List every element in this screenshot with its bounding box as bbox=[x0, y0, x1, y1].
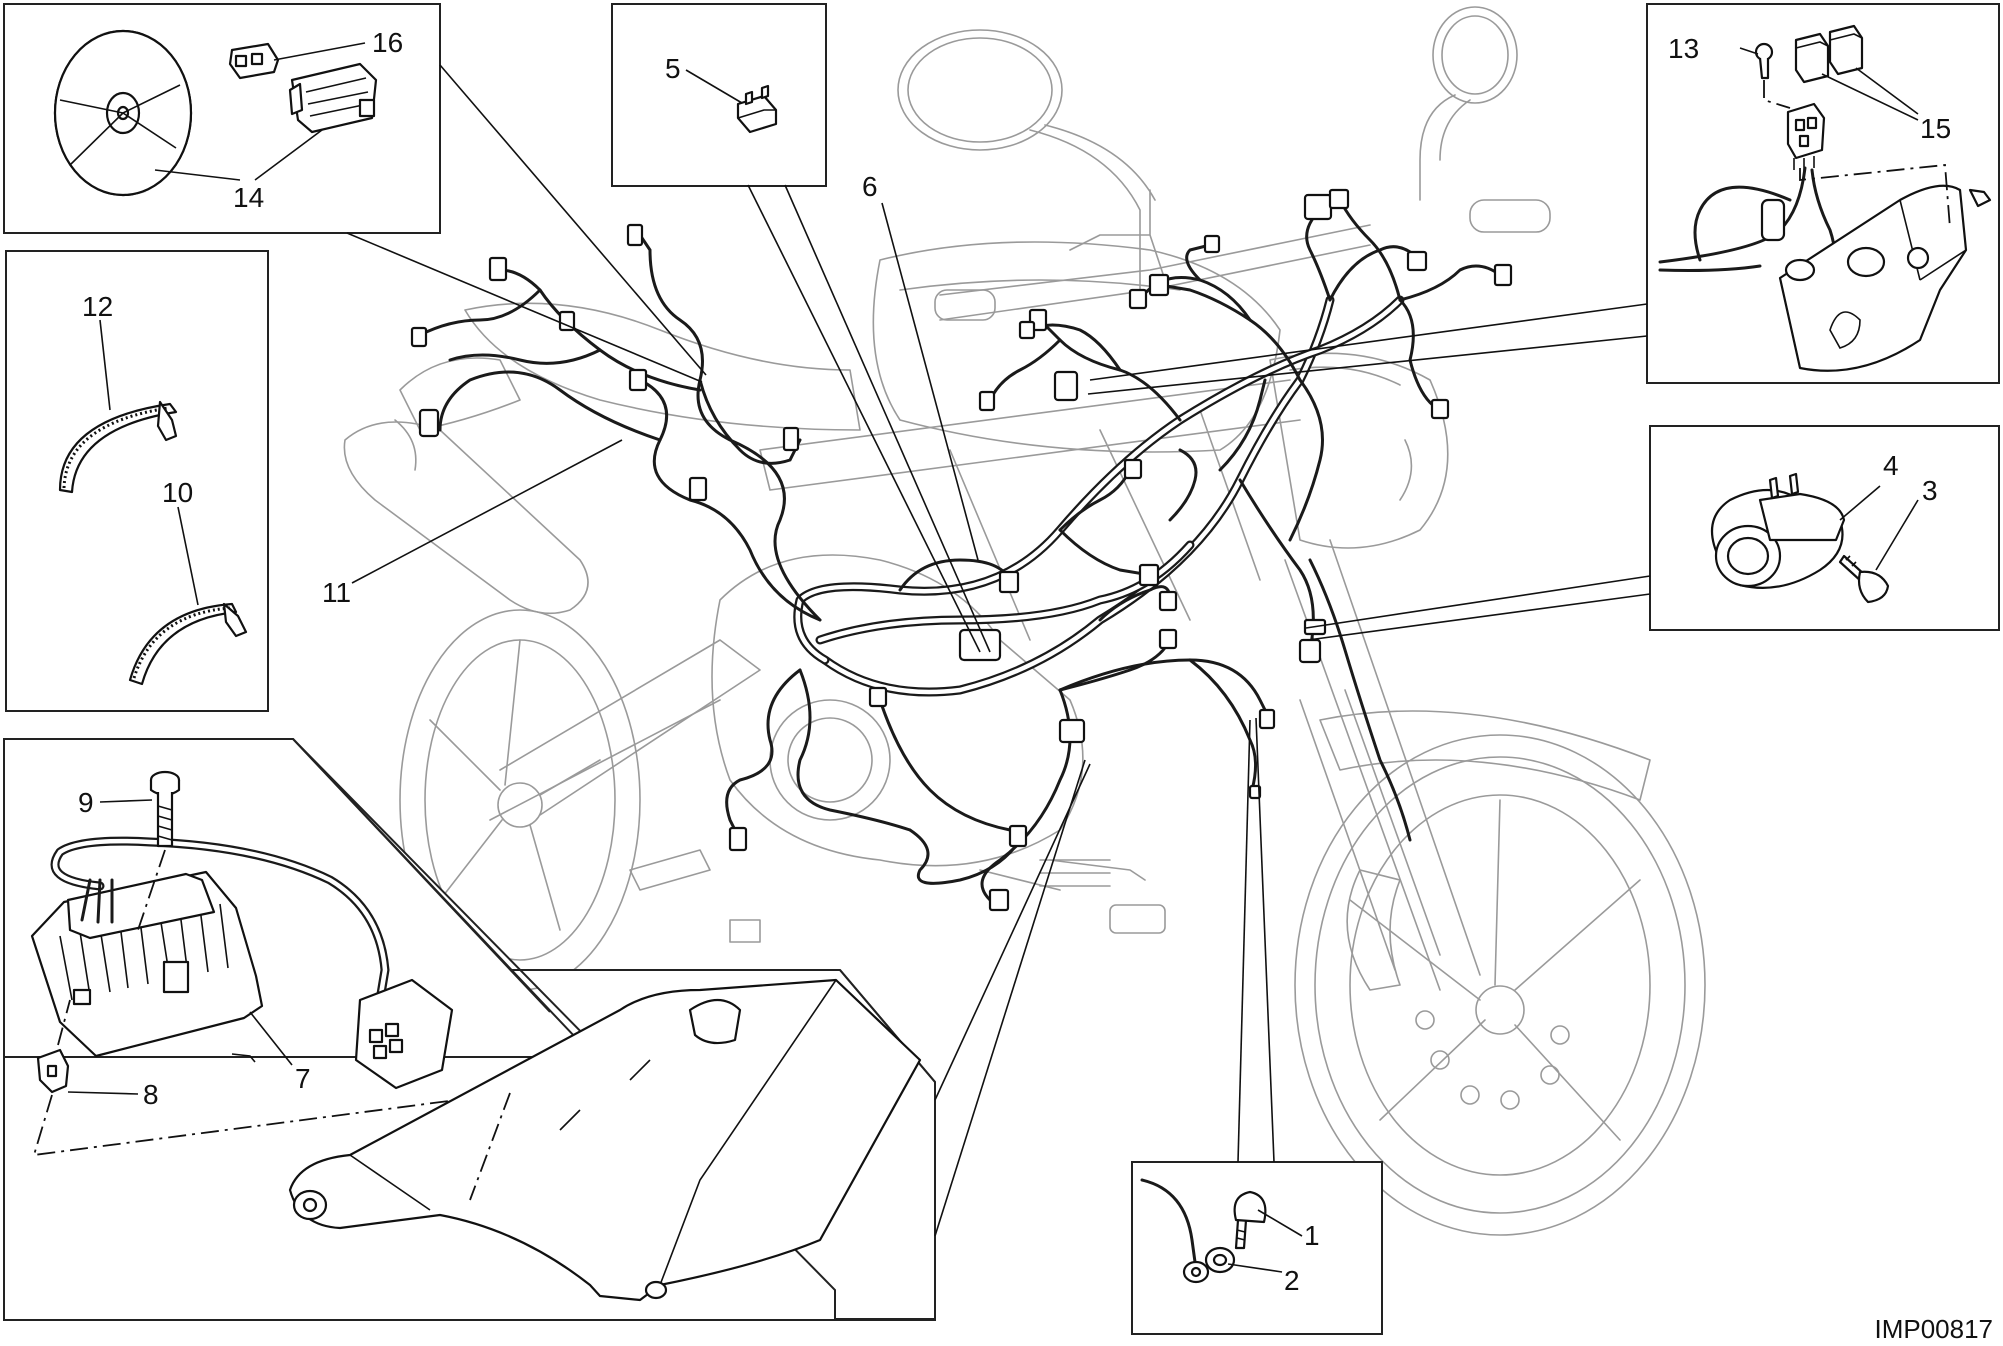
clip-8-icon bbox=[36, 1048, 70, 1094]
regulator-cover-icon bbox=[288, 978, 922, 1302]
bolt-3-icon bbox=[1838, 554, 1890, 604]
callout-14: 14 bbox=[233, 182, 264, 213]
callout-3: 3 bbox=[1922, 475, 1938, 506]
callout-5: 5 bbox=[665, 53, 681, 84]
cable-tie-12-icon bbox=[58, 400, 178, 494]
inset-box-1-2: 1 2 bbox=[1131, 1161, 1383, 1335]
callout-10: 10 bbox=[162, 477, 193, 508]
callout-7: 7 bbox=[295, 1063, 311, 1094]
inset-box-13-15: 13 15 bbox=[1646, 3, 2000, 384]
callout-16: 16 bbox=[372, 27, 403, 58]
inset-box-5: 5 bbox=[611, 3, 827, 187]
inset-box-14-16: 16 14 bbox=[3, 3, 441, 234]
relay-socket-icon bbox=[1786, 102, 1826, 172]
inset-box-3-4: 4 3 bbox=[1649, 425, 2000, 631]
fuse-5-icon bbox=[736, 84, 778, 134]
regulator-connector-icon bbox=[354, 978, 454, 1090]
switch-14-icon bbox=[288, 62, 378, 134]
callout-13: 13 bbox=[1668, 33, 1699, 64]
bolt-9-icon bbox=[149, 770, 181, 848]
main-wiring-harness bbox=[410, 188, 1513, 912]
leader-lines: 6 11 bbox=[322, 64, 1651, 1237]
callout-8: 8 bbox=[143, 1079, 159, 1110]
cd-disc-icon bbox=[53, 29, 193, 197]
horn-4-icon bbox=[1710, 472, 1846, 589]
earth-terminal-icon bbox=[1182, 1260, 1210, 1284]
connector-16-icon bbox=[228, 42, 280, 80]
callout-4: 4 bbox=[1883, 450, 1899, 481]
cable-tie-10-icon bbox=[128, 602, 248, 686]
inset-box-7-8-9: 9 7 8 bbox=[3, 738, 936, 1321]
callout-12: 12 bbox=[82, 291, 113, 322]
relay-bracket-icon bbox=[1778, 184, 1992, 372]
relays-15-icon bbox=[1794, 24, 1864, 84]
inset-box-10-12: 12 10 bbox=[5, 250, 269, 712]
callout-9: 9 bbox=[78, 787, 94, 818]
callout-15: 15 bbox=[1920, 113, 1951, 144]
callout-1: 1 bbox=[1304, 1220, 1320, 1251]
callout-11: 11 bbox=[322, 577, 351, 608]
drawing-code: IMP00817 bbox=[1874, 1314, 1993, 1344]
screw-13-icon bbox=[1754, 42, 1774, 80]
washer-2-icon bbox=[1204, 1246, 1236, 1274]
bolt-1-icon bbox=[1233, 1190, 1267, 1250]
voltage-regulator-7-icon bbox=[30, 870, 264, 1058]
callout-6: 6 bbox=[862, 171, 878, 202]
callout-2: 2 bbox=[1284, 1265, 1300, 1296]
